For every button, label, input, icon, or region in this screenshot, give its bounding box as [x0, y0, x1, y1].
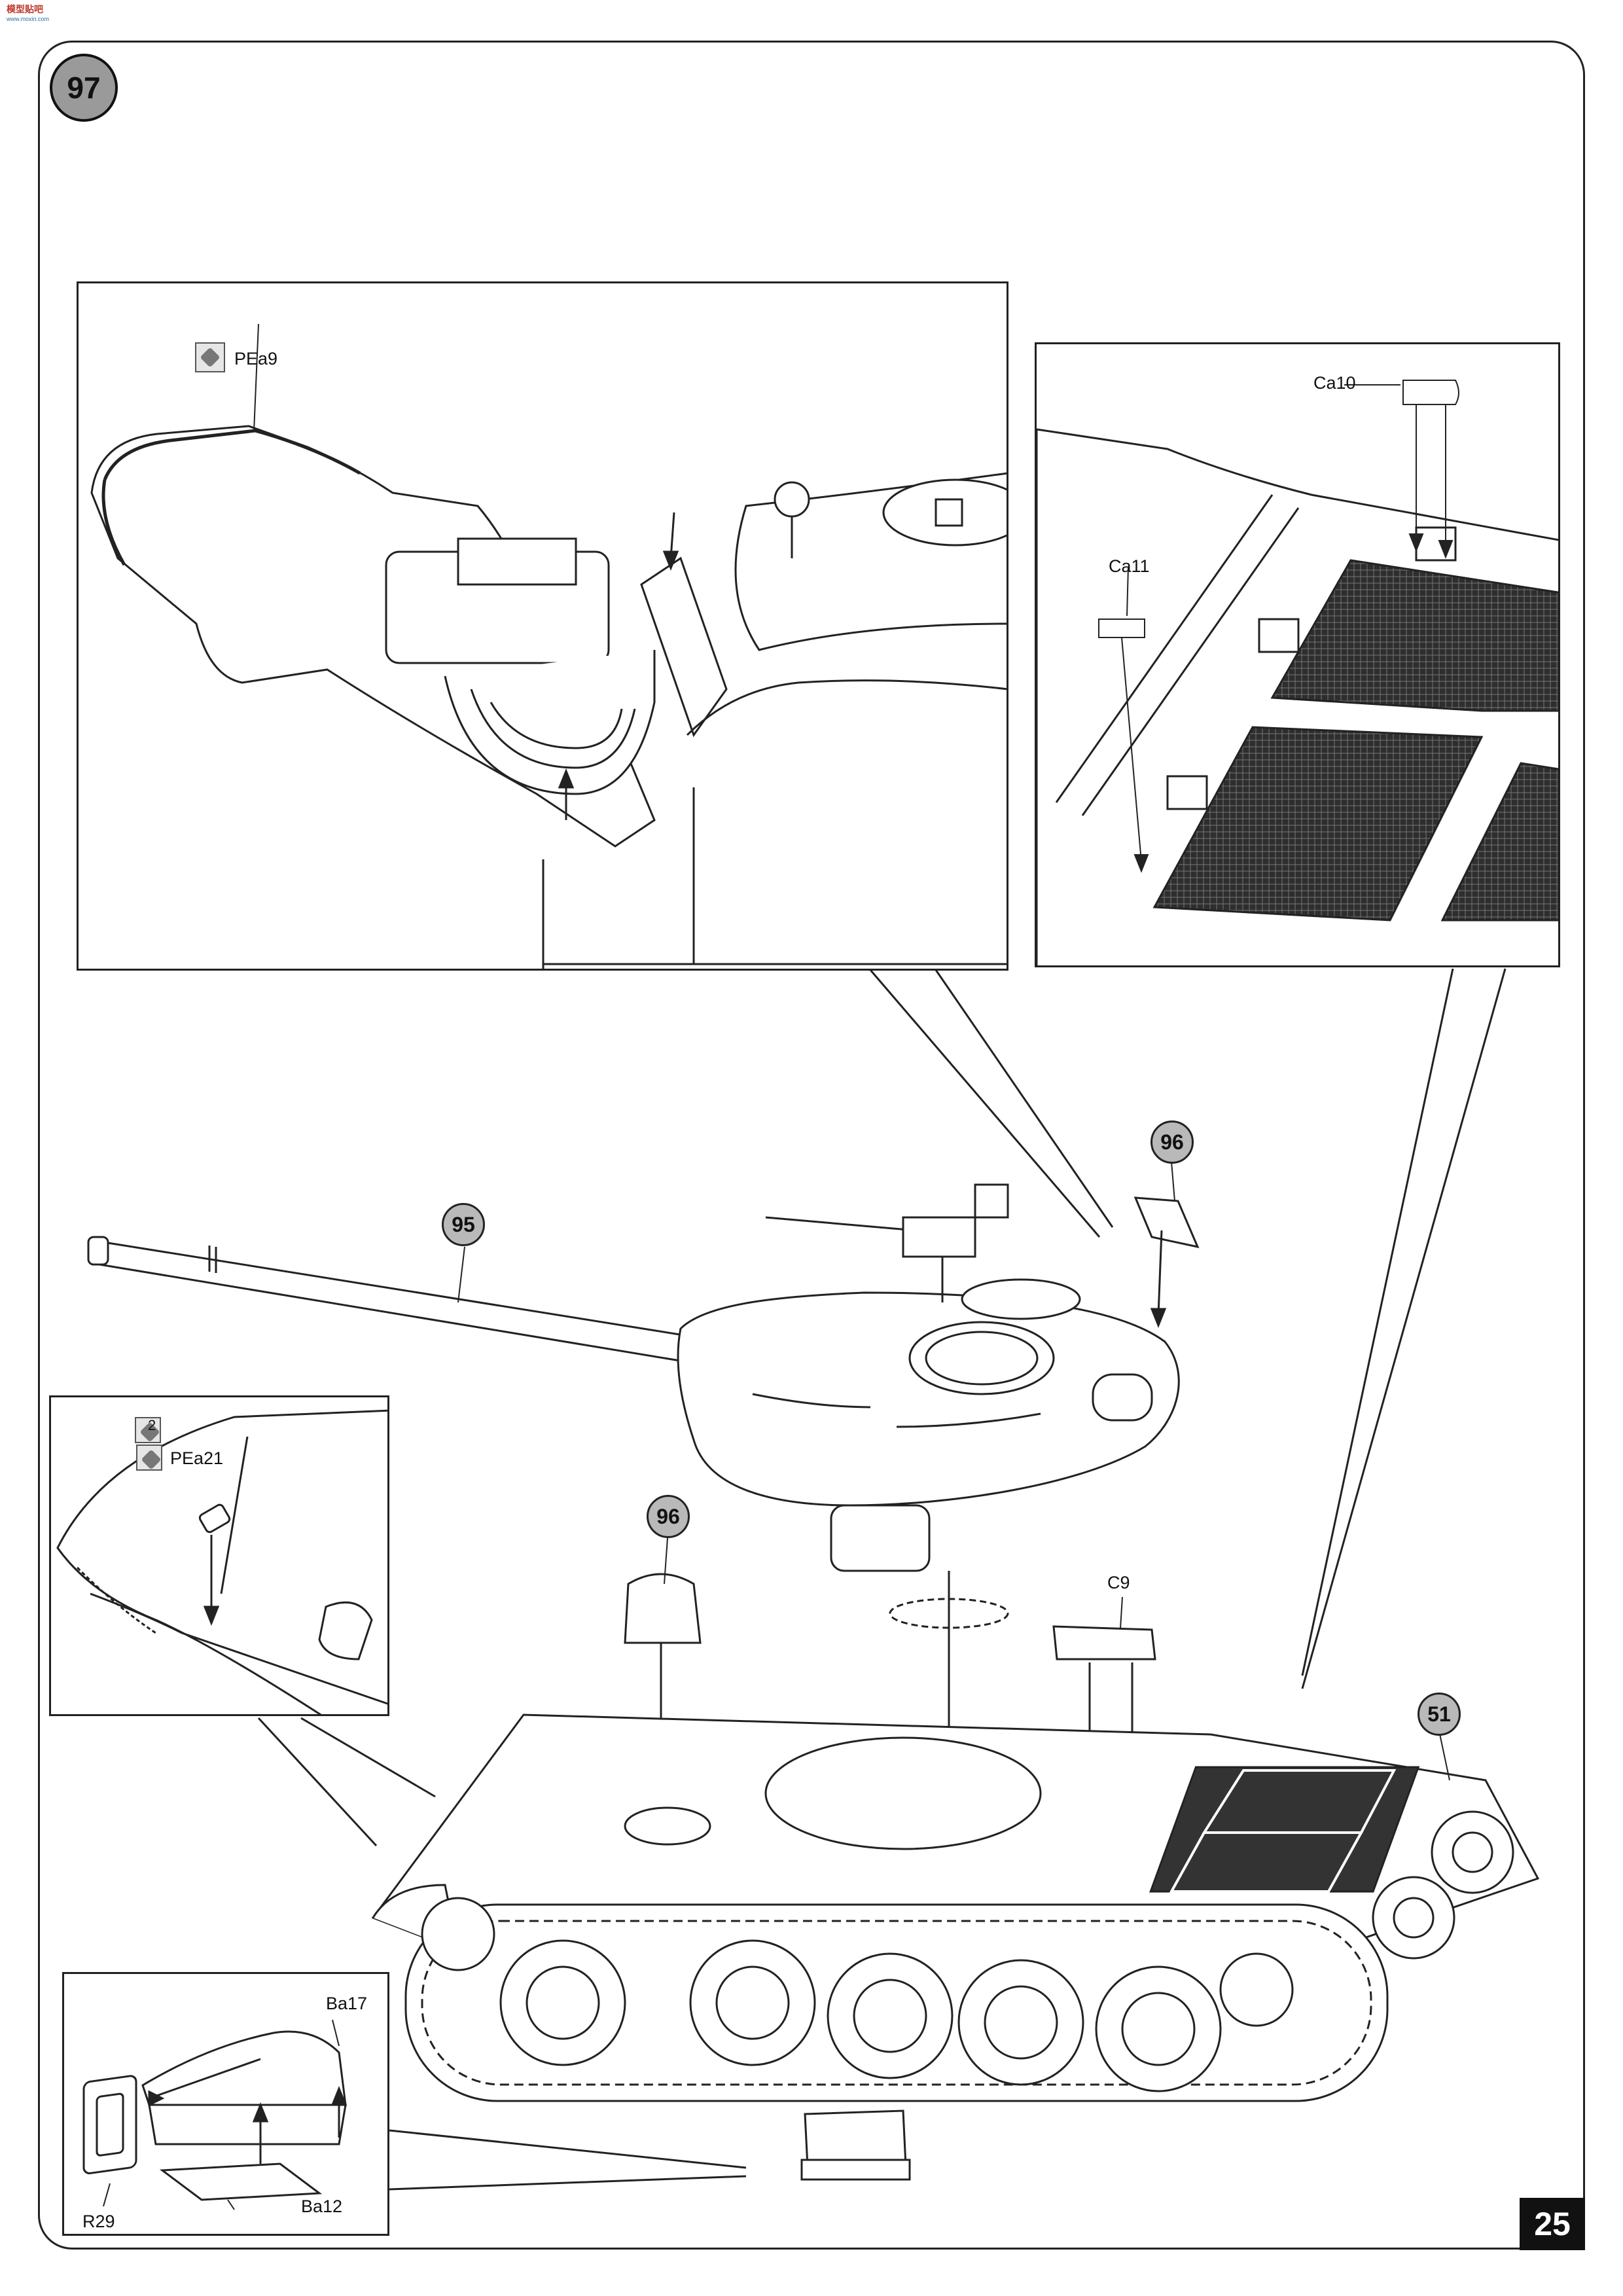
detail-panel-turret: PEa9 — [77, 281, 1008, 971]
ref-badge-hull-box: 96 — [647, 1495, 690, 1538]
part-count-label: 2 — [148, 1417, 156, 1433]
callout-line-turret-a — [869, 969, 1101, 1238]
photo-etch-icon — [195, 342, 225, 372]
watermark-text: 模型贴吧 — [7, 4, 43, 14]
callout-line-fender-a — [257, 1717, 378, 1847]
part-label-ba12: Ba12 — [301, 2197, 343, 2216]
ref-badge-deck: 51 — [1418, 1693, 1461, 1736]
photo-etch-icon — [136, 1444, 162, 1471]
turret — [677, 1183, 1180, 1833]
callout-line-deck-a — [1301, 968, 1454, 1676]
part-label-pea9: PEa9 — [234, 349, 278, 368]
detail-panel-engine-deck: Ca10 Ca11 — [1035, 342, 1560, 967]
part-label-ca11: Ca11 — [1109, 556, 1150, 576]
ref-badge-gun: 95 — [442, 1203, 485, 1246]
callout-line-fender-b — [300, 1717, 436, 1798]
gun-barrel — [87, 1236, 685, 1363]
part-label-c9: C9 — [1107, 1573, 1130, 1592]
count-icon — [135, 1417, 161, 1443]
page-number: 25 — [1520, 2198, 1585, 2250]
detail-panel-bracket: Ba17 R29 Ba12 — [62, 1972, 389, 2236]
callout-line-bracket-a — [389, 2129, 747, 2169]
part-label-pea21: PEa21 — [170, 1448, 224, 1468]
step-number-badge: 97 — [50, 54, 118, 122]
road-wheels — [421, 1810, 1514, 2092]
part-label-ba17: Ba17 — [326, 1994, 368, 2013]
part-label-r29: R29 — [82, 2212, 115, 2231]
engine-deck-detail-drawing — [1037, 380, 1558, 965]
page-frame — [38, 41, 1585, 2250]
watermark-logo: 模型贴吧 www.moxin.com — [7, 3, 49, 22]
turret-box-part — [1133, 1196, 1200, 1329]
fender-detail-drawing — [56, 1409, 387, 1714]
watermark-url: www.moxin.com — [7, 16, 50, 22]
callout-line-turret-b — [935, 969, 1114, 1228]
part-label-ca10: Ca10 — [1313, 373, 1356, 393]
ref-badge-turret-box: 96 — [1150, 1121, 1194, 1164]
callout-line-deck-b — [1301, 968, 1507, 1689]
turret-detail-drawing — [90, 323, 1007, 969]
callout-line-bracket-b — [389, 2175, 747, 2191]
step-number: 97 — [67, 71, 101, 105]
bracket-detail-drawing — [82, 2019, 348, 2210]
underhull-bracket — [800, 2109, 911, 2181]
detail-panel-fender: 2 PEa21 — [49, 1395, 389, 1716]
